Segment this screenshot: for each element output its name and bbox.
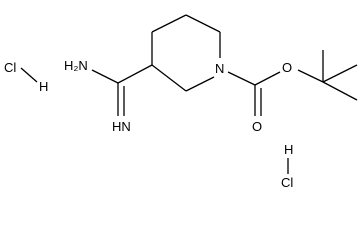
piperidine-ring (151, 14, 221, 92)
hcl-right: H Cl (281, 142, 293, 190)
bond-ring-n1-c2 (185, 76, 215, 92)
bond-amidine-c-nh2 (91, 69, 119, 84)
hcl-left: Cl H (4, 60, 48, 94)
atom-hcl-left-cl: Cl (4, 60, 16, 75)
bond-carbonyl-c-o (254, 71, 281, 86)
atom-ester-o: O (282, 60, 292, 75)
atom-imine-nh: HN (112, 119, 131, 134)
bond-hcl-left (20, 67, 38, 83)
bond-c3-amidine-c (117, 64, 153, 84)
atom-hcl-right-h: H (284, 142, 293, 157)
bond-n1-carbonyl-c (227, 71, 256, 86)
atom-amine-nh2: H₂N (64, 58, 88, 73)
chemical-structure: H₂N HN N O O Cl H H Cl (4, 14, 358, 190)
bond-ring-c2-c3 (151, 64, 187, 92)
bond-tbu-methyl-bottom (322, 81, 358, 101)
bond-ring-c5-c6 (185, 14, 221, 33)
bond-ring-c4-c5 (151, 14, 187, 33)
atom-hcl-right-cl: Cl (281, 175, 293, 190)
bond-tbu-methyl-right (322, 64, 358, 83)
bond-o-tbu-c (297, 69, 324, 83)
atom-ring-n: N (215, 61, 224, 76)
atom-carbonyl-o: O (252, 119, 262, 134)
boc-group: O O (227, 50, 358, 134)
atom-hcl-left-h: H (39, 79, 48, 94)
amidine-group: H₂N HN (64, 58, 153, 134)
